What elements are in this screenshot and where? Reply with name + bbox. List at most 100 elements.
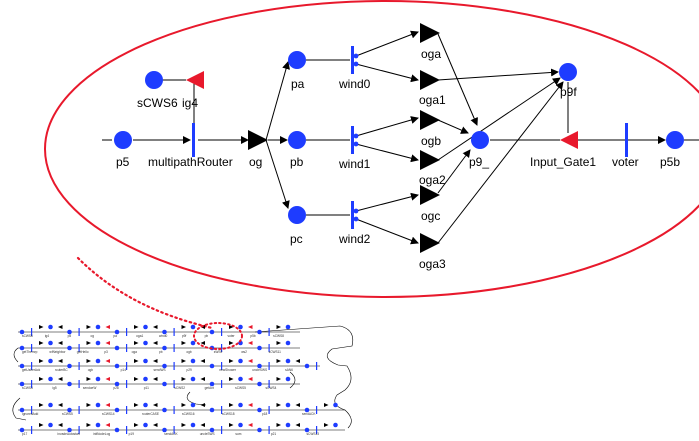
overview-node-label: getThemrp: [22, 350, 38, 354]
place-scws6[interactable]: [145, 71, 163, 89]
overview-timed-activity: [316, 426, 318, 434]
overview-input-gate: [200, 341, 205, 345]
overview-timed-activity: [31, 426, 33, 434]
overview-place: [238, 402, 243, 408]
overview-immediate-activity: [276, 423, 281, 427]
overview-immediate-activity: [229, 377, 234, 381]
overview-node-label: pa: [113, 334, 117, 338]
arc-ogc-p9: [437, 149, 471, 194]
label-ogc: ogc: [421, 209, 440, 223]
overview-place: [209, 407, 215, 413]
overview-node-label: uncleSWS: [200, 432, 215, 436]
overview-node-label: p21: [271, 432, 277, 436]
overview-place: [114, 329, 120, 335]
overview-immediate-activity: [181, 341, 186, 345]
overview-input-gate: [200, 403, 205, 407]
overview-immediate-activity: [181, 325, 186, 329]
overview-immediate-activity: [324, 423, 329, 427]
label-wind0: wind0: [338, 77, 371, 91]
timed-activity-multipathrouter[interactable]: [192, 123, 195, 157]
overview-node-label: sCWS8: [273, 334, 284, 338]
input-gate-input-gate1[interactable]: [560, 131, 578, 149]
overview-timed-activity: [173, 380, 175, 388]
overview-route-d: [13, 347, 19, 363]
label-wind2: wind2: [338, 232, 371, 246]
overview-place: [285, 340, 291, 346]
overview-node-label: pb: [159, 350, 163, 354]
overview-place: [143, 324, 148, 330]
overview-input-gate: [153, 341, 158, 345]
overview-node-label: sendACK: [302, 412, 316, 416]
overview-place: [209, 329, 215, 335]
overview-place: [257, 363, 262, 369]
overview-immediate-activity: [86, 377, 91, 381]
overview-immediate-activity: [134, 377, 139, 381]
immediate-activity-ogb[interactable]: [420, 110, 440, 130]
timed-activity-wind1[interactable]: [351, 126, 359, 154]
overview-node-label: p18: [262, 412, 268, 416]
overview-place: [162, 407, 167, 413]
overview-input-gate: [153, 325, 158, 329]
overview-immediate-activity: [229, 359, 234, 363]
immediate-activity-oga3[interactable]: [420, 233, 440, 253]
overview-input-gate: [153, 423, 158, 427]
overview-place: [257, 381, 262, 387]
overview-input-gate: [295, 359, 300, 363]
arc-wind1-oga2: [355, 143, 419, 163]
overview-place: [67, 407, 72, 413]
overview-place: [238, 324, 243, 330]
overview-timed-activity: [31, 362, 33, 370]
arc-wind2-oga3: [355, 218, 419, 245]
immediate-activity-oga1[interactable]: [420, 70, 440, 90]
input-gate-ig4[interactable]: [186, 71, 204, 89]
place-p9f[interactable]: [559, 63, 577, 81]
immediate-activity-ogc[interactable]: [420, 185, 440, 205]
label-oga2: oga2: [419, 173, 446, 187]
overview-input-gate: [58, 403, 63, 407]
overview-node-label: invadeAutostart: [58, 432, 80, 436]
overview-timed-activity: [268, 426, 270, 434]
overview-immediate-activity: [229, 341, 234, 345]
overview-timed-activity: [268, 406, 270, 414]
overview-immediate-activity: [181, 377, 186, 381]
overview-place: [257, 407, 262, 413]
overview-input-gate: [295, 403, 300, 407]
overview-timed-activity: [221, 344, 223, 352]
timed-activity-wind2[interactable]: [351, 201, 359, 229]
overview-place: [238, 376, 243, 382]
place-p9[interactable]: [471, 131, 489, 149]
overview-immediate-activity: [86, 423, 91, 427]
immediate-activity-oga2[interactable]: [420, 150, 440, 170]
arc-wind2-ogc: [355, 192, 419, 212]
overview-immediate-activity: [324, 403, 329, 407]
label-voter: voter: [612, 155, 639, 169]
overview-node-label: p28: [113, 386, 119, 390]
overview-place: [143, 422, 148, 428]
place-p5b[interactable]: [666, 131, 684, 149]
timed-activity-voter[interactable]: [625, 123, 628, 157]
overview-immediate-activity: [134, 403, 139, 407]
overview-route-b: [12, 397, 27, 421]
overview-node-label: sCWS13: [306, 432, 319, 436]
label-oga1: oga1: [419, 93, 446, 107]
overview-place: [95, 402, 101, 408]
overview-place: [48, 324, 53, 330]
place-pb[interactable]: [288, 131, 306, 149]
place-pc[interactable]: [288, 206, 306, 224]
immediate-activity-og[interactable]: [248, 130, 268, 150]
overview-place: [162, 363, 167, 369]
overview-place: [333, 402, 338, 408]
place-p5[interactable]: [114, 131, 132, 149]
timed-activity-wind0[interactable]: [351, 46, 359, 74]
overview-place: [67, 381, 72, 387]
overview-immediate-activity: [276, 341, 281, 345]
immediate-activity-oga[interactable]: [420, 23, 440, 43]
overview-route-e: [289, 371, 296, 389]
arc-oga2-p9f: [437, 77, 561, 161]
place-pa[interactable]: [288, 51, 306, 69]
overview-node-label: oga: [132, 350, 138, 354]
overview-timed-activity: [78, 426, 80, 434]
overview-node-label: initNodeLog: [93, 432, 110, 436]
overview-node-label: p17: [22, 432, 28, 436]
overview-place: [285, 376, 291, 382]
